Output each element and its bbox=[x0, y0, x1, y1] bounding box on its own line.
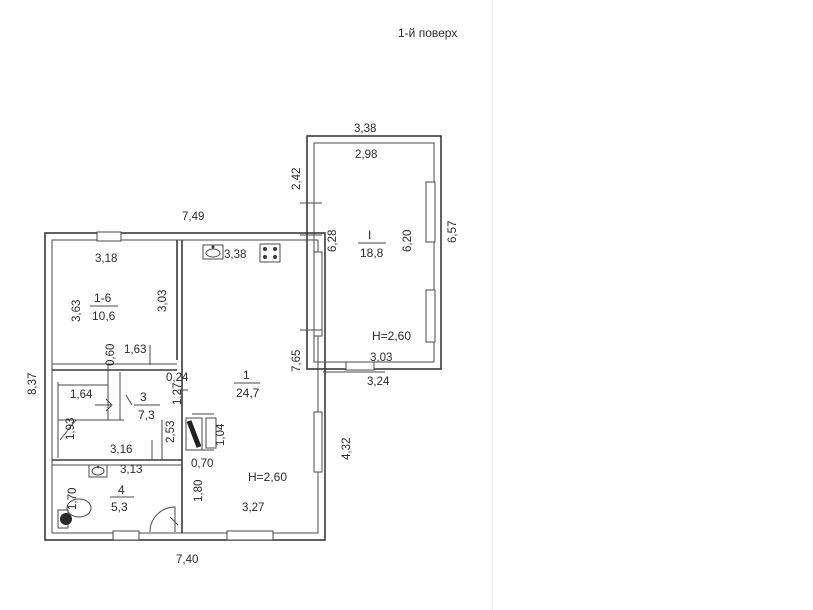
dim-163: 1,63 bbox=[124, 344, 146, 356]
dim-annex-side: 2,42 bbox=[291, 168, 303, 190]
rI-top: 2,98 bbox=[355, 149, 377, 161]
rI-number: I bbox=[368, 228, 371, 242]
window-top-1-6 bbox=[96, 231, 122, 242]
r4-left: 1,70 bbox=[67, 488, 79, 510]
r4-area: 5,3 bbox=[111, 500, 128, 514]
r3-d6: 3,16 bbox=[110, 444, 132, 456]
dim-right-lower: 4,32 bbox=[341, 438, 353, 460]
dim-annex-bottom: 3,24 bbox=[367, 376, 390, 388]
door-swing-icon bbox=[149, 506, 176, 533]
dim-060: 0,60 bbox=[105, 344, 117, 366]
dim-top-main: 7,49 bbox=[182, 211, 204, 223]
dim-annex-right: 6,57 bbox=[447, 221, 459, 243]
stair-icon bbox=[95, 394, 133, 412]
rI-height: H=2,60 bbox=[372, 329, 411, 343]
window-side-1 bbox=[313, 251, 323, 337]
blank-margin bbox=[492, 0, 813, 610]
r1-height: H=2,60 bbox=[248, 470, 287, 484]
r3-d3: 0,24 bbox=[166, 372, 189, 384]
dim-104: 1,04 bbox=[215, 423, 227, 446]
dim-left: 8,37 bbox=[27, 373, 39, 395]
rI-bottom: 3,03 bbox=[370, 352, 392, 364]
drawing-sheet bbox=[0, 0, 492, 610]
r3-d5: 2,53 bbox=[165, 421, 177, 443]
floor-title: 1-й поверх bbox=[398, 26, 458, 40]
r3-d4: 1,27 bbox=[172, 383, 184, 405]
r1-area: 24,7 bbox=[236, 386, 260, 400]
r3-d2: 1,93 bbox=[65, 418, 77, 440]
r3-area: 7,3 bbox=[138, 408, 155, 422]
windows bbox=[96, 181, 436, 541]
rI-right: 6,20 bbox=[402, 230, 414, 252]
r16-number: 1-6 bbox=[94, 291, 112, 305]
r4-number: 4 bbox=[118, 483, 125, 497]
r3-number: 3 bbox=[140, 390, 147, 404]
r1-top: 3,38 bbox=[224, 249, 246, 261]
dim-bottom: 7,40 bbox=[176, 554, 198, 566]
window-side-1b bbox=[313, 411, 323, 473]
window-bottom-4 bbox=[112, 530, 140, 541]
stove-icon bbox=[259, 243, 281, 263]
r16-top: 3,18 bbox=[95, 253, 117, 265]
window-annex-bottom bbox=[345, 361, 375, 371]
window-bottom-1 bbox=[226, 530, 274, 541]
r16-right: 3,03 bbox=[157, 290, 169, 312]
r4-top: 3,13 bbox=[120, 464, 142, 476]
main-outer-walls bbox=[44, 232, 326, 541]
dim-180: 1,80 bbox=[193, 480, 205, 502]
toilet-icon bbox=[57, 498, 92, 529]
boiler-icon bbox=[185, 417, 217, 451]
door-ticks bbox=[149, 202, 385, 460]
r3-d1: 1,64 bbox=[70, 389, 93, 401]
r16-area: 10,6 bbox=[92, 309, 116, 323]
r1-bottom: 3,27 bbox=[242, 502, 264, 514]
interior-walls bbox=[52, 240, 214, 533]
r1-number: 1 bbox=[243, 368, 250, 382]
dim-070: 0,70 bbox=[191, 458, 213, 470]
r16-left: 3,63 bbox=[71, 300, 83, 322]
dim-annex-top: 3,38 bbox=[354, 123, 376, 135]
window-annex-right-2 bbox=[425, 289, 436, 343]
r1-right: 7,65 bbox=[291, 350, 303, 372]
bathroom-sink-icon bbox=[88, 464, 108, 478]
window-annex-right-1 bbox=[425, 181, 436, 243]
rI-left: 6,28 bbox=[327, 230, 339, 252]
sink-icon bbox=[202, 244, 224, 260]
rI-area: 18,8 bbox=[360, 246, 384, 260]
